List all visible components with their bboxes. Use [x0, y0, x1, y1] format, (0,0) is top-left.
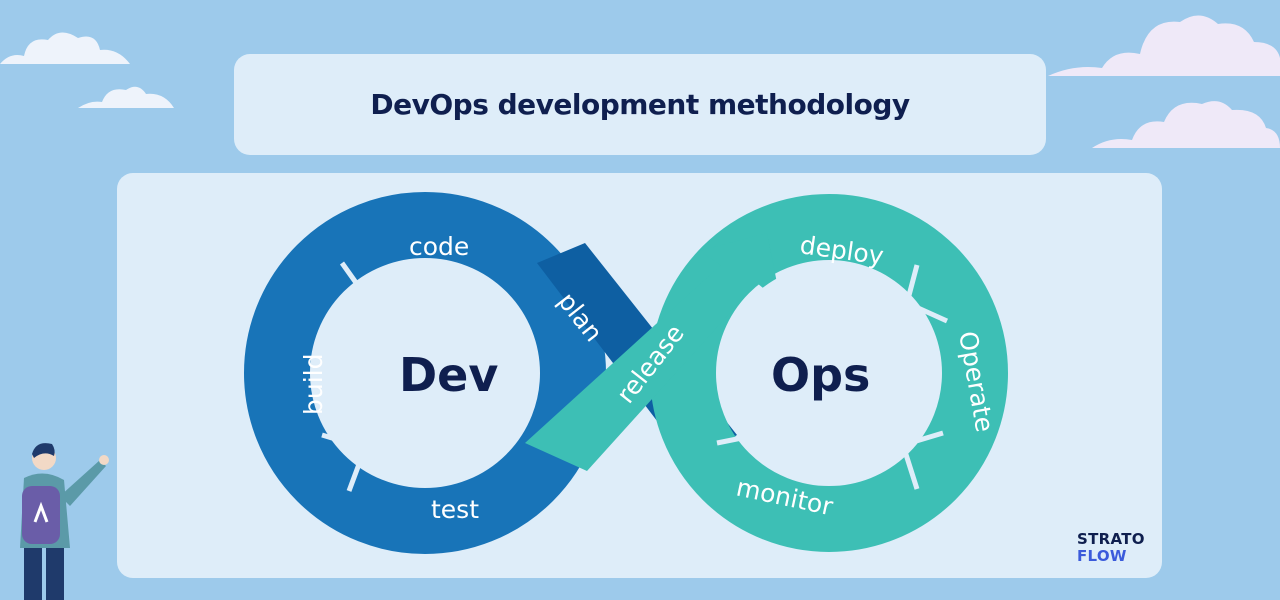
title-banner: DevOps development methodology	[234, 54, 1046, 155]
dev-label: Dev	[399, 348, 498, 402]
dev-center-disc	[315, 263, 535, 483]
stage-code: code	[409, 232, 469, 261]
devops-infinity-diagram: Dev Ops code plan build test release dep…	[244, 192, 1008, 554]
person-illustration	[20, 443, 109, 600]
strato-flow-logo: STRATO FLOW	[1077, 531, 1145, 565]
stage-test: test	[431, 495, 479, 524]
cloud-right-lower	[1092, 101, 1280, 148]
backpack-icon	[22, 486, 60, 544]
ops-label: Ops	[771, 348, 870, 402]
cloud-top-right	[1048, 15, 1280, 76]
cloud-top-left	[0, 32, 130, 64]
logo-line-2: FLOW	[1077, 547, 1127, 565]
ops-ring	[650, 194, 1008, 552]
diagram-panel: Dev Ops code plan build test release dep…	[117, 173, 1162, 578]
ops-center-disc	[721, 265, 937, 481]
cloud-left-small	[78, 86, 174, 108]
page-title: DevOps development methodology	[370, 88, 910, 121]
dev-ring	[244, 192, 606, 554]
logo-line-1: STRATO	[1077, 530, 1145, 548]
stage-build: build	[299, 354, 328, 415]
release-arrow	[525, 233, 781, 471]
